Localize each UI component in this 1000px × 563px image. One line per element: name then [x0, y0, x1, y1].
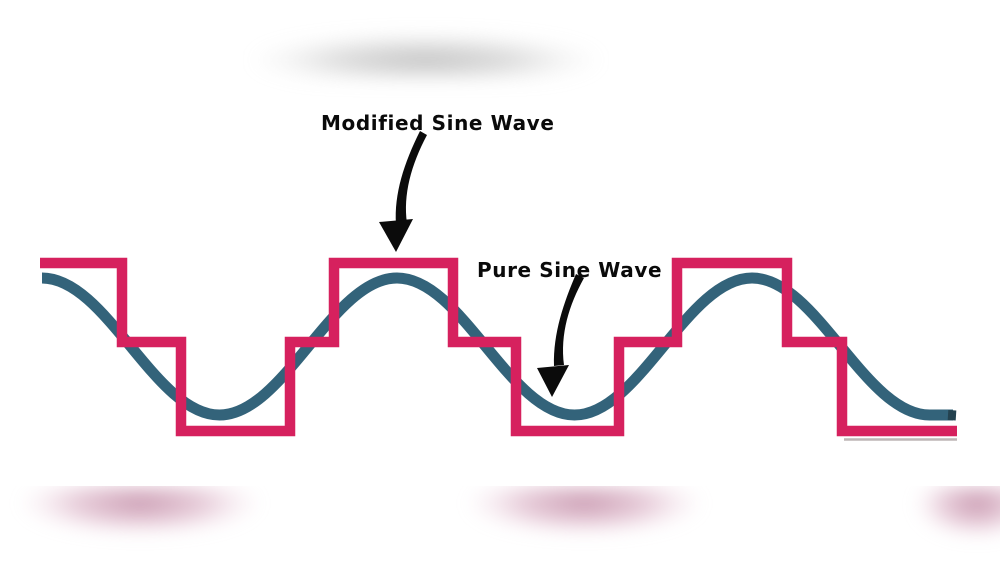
blurred-watermark-bottom-center [462, 486, 707, 558]
pure-wave-arrowhead-icon [537, 365, 569, 397]
pure-sine-wave-label: Pure Sine Wave [477, 258, 663, 282]
modified-wave-arrowhead-icon [379, 219, 413, 252]
modified-wave-arrow-shaft [395, 131, 427, 224]
blurred-watermark-top [226, 28, 626, 78]
pure-wave-arrow [537, 274, 584, 397]
bottom-watermark-strip [0, 486, 1000, 563]
modified-sine-wave-path [40, 257, 957, 437]
pure-sine-end-cap [947, 410, 957, 421]
modified-wave-arrow [379, 131, 427, 252]
blurred-watermark-bottom-right [912, 486, 1000, 562]
pure-wave-arrow-shaft [553, 274, 584, 366]
blurred-watermark-bottom-left [15, 486, 265, 558]
modified-sine-wave-label: Modified Sine Wave [321, 111, 555, 135]
